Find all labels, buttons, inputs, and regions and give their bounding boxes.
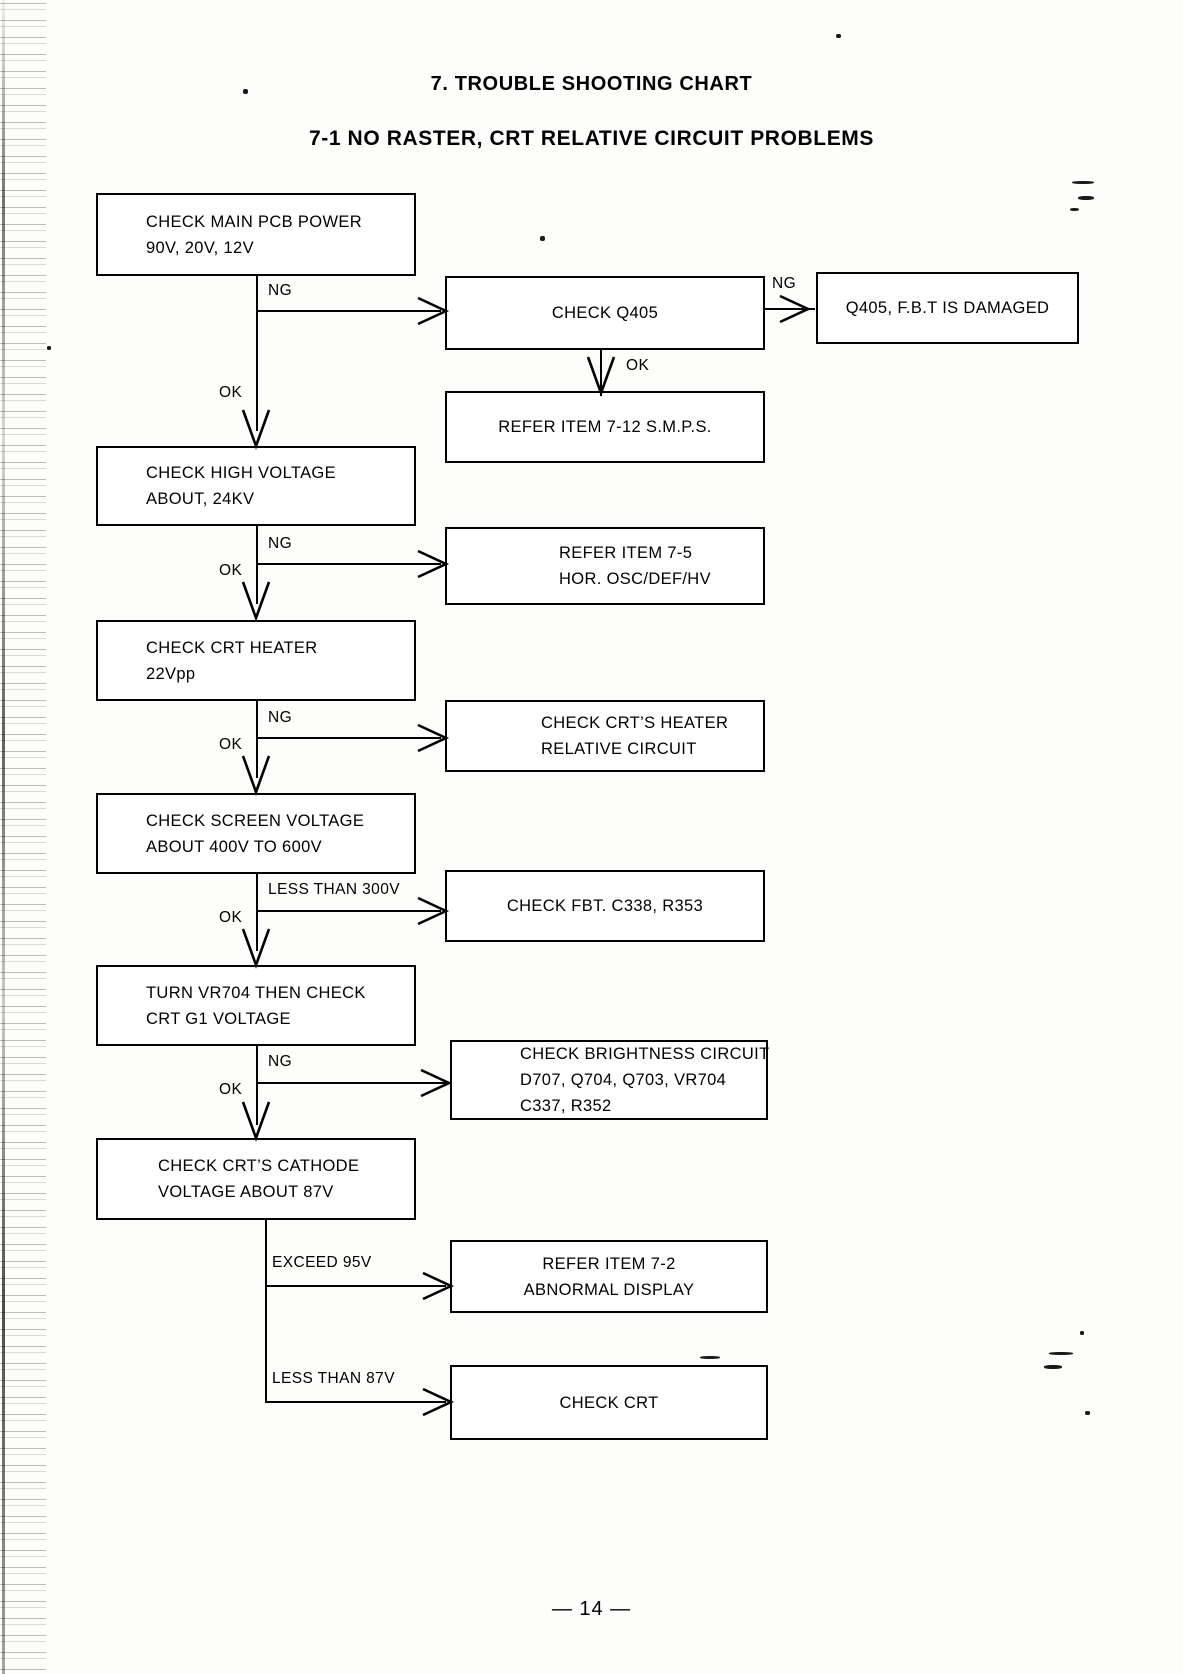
connector-n9-to-n10 — [256, 910, 441, 913]
node-line: REFER ITEM 7-5 — [559, 544, 693, 562]
node-check-screen-voltage[interactable]: CHECK SCREEN VOLTAGE ABOUT 400V TO 600V — [96, 793, 416, 874]
node-line: CHECK HIGH VOLTAGE — [146, 464, 336, 482]
scan-speck — [1085, 1411, 1090, 1415]
connector-n2-to-n3 — [765, 308, 815, 311]
node-turn-vr704-check-g1[interactable]: TURN VR704 THEN CHECK CRT G1 VOLTAGE — [96, 965, 416, 1046]
node-line: ABOUT, 24KV — [146, 490, 255, 508]
scan-speck — [1070, 208, 1079, 211]
edge-label-ok: OK — [219, 909, 243, 926]
edge-label-ok: OK — [219, 562, 243, 579]
node-check-crt[interactable]: CHECK CRT — [450, 1365, 768, 1440]
node-line: HOR. OSC/DEF/HV — [559, 570, 711, 588]
node-check-crt-heater-relative-circuit[interactable]: CHECK CRT’S HEATER RELATIVE CIRCUIT — [445, 700, 765, 772]
node-line: TURN VR704 THEN CHECK — [146, 983, 366, 1002]
edge-label-ng: NG — [268, 1053, 293, 1070]
node-line: ABNORMAL DISPLAY — [523, 1280, 695, 1299]
node-refer-item-7-5[interactable]: REFER ITEM 7-5 HOR. OSC/DEF/HV — [445, 527, 765, 605]
edge-label-ok: OK — [626, 357, 650, 374]
connector-n2-to-n4 — [600, 350, 603, 396]
scan-speck — [1049, 1352, 1073, 1355]
node-line: CHECK SCREEN VOLTAGE — [146, 811, 365, 830]
node-check-crt-cathode-voltage[interactable]: CHECK CRT’S CATHODE VOLTAGE ABOUT 87V — [96, 1138, 416, 1220]
node-line: C337, R352 — [520, 1097, 612, 1115]
node-line: ABOUT 400V TO 600V — [146, 837, 322, 856]
edge-label-exceed-95v: EXCEED 95V — [272, 1254, 372, 1271]
scan-speck — [540, 236, 545, 241]
edge-label-ng: NG — [268, 282, 293, 299]
node-check-q405[interactable]: CHECK Q405 — [445, 276, 765, 350]
edge-label-ok: OK — [219, 736, 243, 753]
scan-speck — [1080, 1331, 1084, 1335]
scan-noise-artifact — [0, 0, 46, 1674]
node-line: VOLTAGE ABOUT 87V — [158, 1183, 334, 1201]
node-q405-fbt-damaged[interactable]: Q405, F.B.T IS DAMAGED — [816, 272, 1079, 344]
node-refer-item-7-2-abnormal-display[interactable]: REFER ITEM 7-2 ABNORMAL DISPLAY — [450, 1240, 768, 1313]
scan-speck — [1072, 181, 1094, 184]
node-line: 90V, 20V, 12V — [146, 238, 254, 257]
node-check-brightness-circuit[interactable]: CHECK BRIGHTNESS CIRCUIT D707, Q704, Q70… — [450, 1040, 770, 1120]
node-line: CHECK CRT’S HEATER — [541, 714, 729, 732]
edge-label-ng: NG — [772, 275, 797, 292]
edge-label-less-than-87v: LESS THAN 87V — [272, 1370, 395, 1387]
chart-title: 7. TROUBLE SHOOTING CHART — [430, 73, 753, 95]
node-check-fbt-c338-r353[interactable]: CHECK FBT. C338, R353 — [445, 870, 765, 942]
node-line: CHECK BRIGHTNESS CIRCUIT — [520, 1045, 770, 1063]
node-check-main-pcb-power[interactable]: CHECK MAIN PCB POWER 90V, 20V, 12V — [96, 193, 416, 276]
scan-speck — [1044, 1365, 1062, 1369]
edge-label-ng: NG — [268, 535, 293, 552]
scan-speck — [700, 1356, 720, 1359]
chart-subtitle: 7-1 NO RASTER, CRT RELATIVE CIRCUIT PROB… — [308, 127, 875, 150]
scan-speck — [836, 34, 841, 38]
node-line: CRT G1 VOLTAGE — [146, 1009, 291, 1028]
connector-n1-spine — [256, 276, 259, 431]
edge-label-ok: OK — [219, 1081, 243, 1098]
connector-n7-to-n8 — [256, 737, 441, 740]
scan-speck — [47, 346, 51, 350]
connector-n13-to-n15 — [265, 1401, 446, 1404]
connector-n11-to-n12 — [256, 1082, 446, 1085]
scan-speck — [1078, 196, 1094, 200]
node-line: CHECK Q405 — [551, 304, 659, 322]
node-check-crt-heater[interactable]: CHECK CRT HEATER 22Vpp — [96, 620, 416, 701]
node-line: REFER ITEM 7-2 — [542, 1254, 676, 1273]
page-number: — 14 — — [551, 1598, 632, 1620]
connector-n11-spine — [256, 1045, 259, 1125]
node-line: CHECK CRT HEATER — [146, 638, 318, 657]
node-line: Q405, F.B.T IS DAMAGED — [845, 299, 1050, 317]
node-line: CHECK FBT. C338, R353 — [506, 897, 704, 915]
connector-n13-to-n14 — [265, 1285, 446, 1288]
node-check-high-voltage[interactable]: CHECK HIGH VOLTAGE ABOUT, 24KV — [96, 446, 416, 526]
edge-label-ng: NG — [268, 709, 293, 726]
edge-label-ok: OK — [219, 384, 243, 401]
node-line: D707, Q704, Q703, VR704 — [520, 1071, 727, 1089]
node-line: CHECK CRT’S CATHODE — [158, 1157, 360, 1175]
node-line: REFER ITEM 7-12 S.M.P.S. — [498, 418, 712, 436]
connector-n5-to-n6 — [256, 563, 441, 566]
node-line: CHECK CRT — [559, 1393, 659, 1412]
node-refer-item-7-12-smps[interactable]: REFER ITEM 7-12 S.M.P.S. — [445, 391, 765, 463]
connector-n13-spine — [265, 1219, 268, 1403]
node-line: CHECK MAIN PCB POWER — [146, 212, 363, 231]
connector-n1-to-n2 — [256, 310, 441, 313]
edge-label-less-than-300v: LESS THAN 300V — [268, 881, 400, 898]
scan-edge-artifact — [2, 0, 5, 1674]
node-line: RELATIVE CIRCUIT — [541, 740, 697, 758]
node-line: 22Vpp — [146, 664, 196, 683]
